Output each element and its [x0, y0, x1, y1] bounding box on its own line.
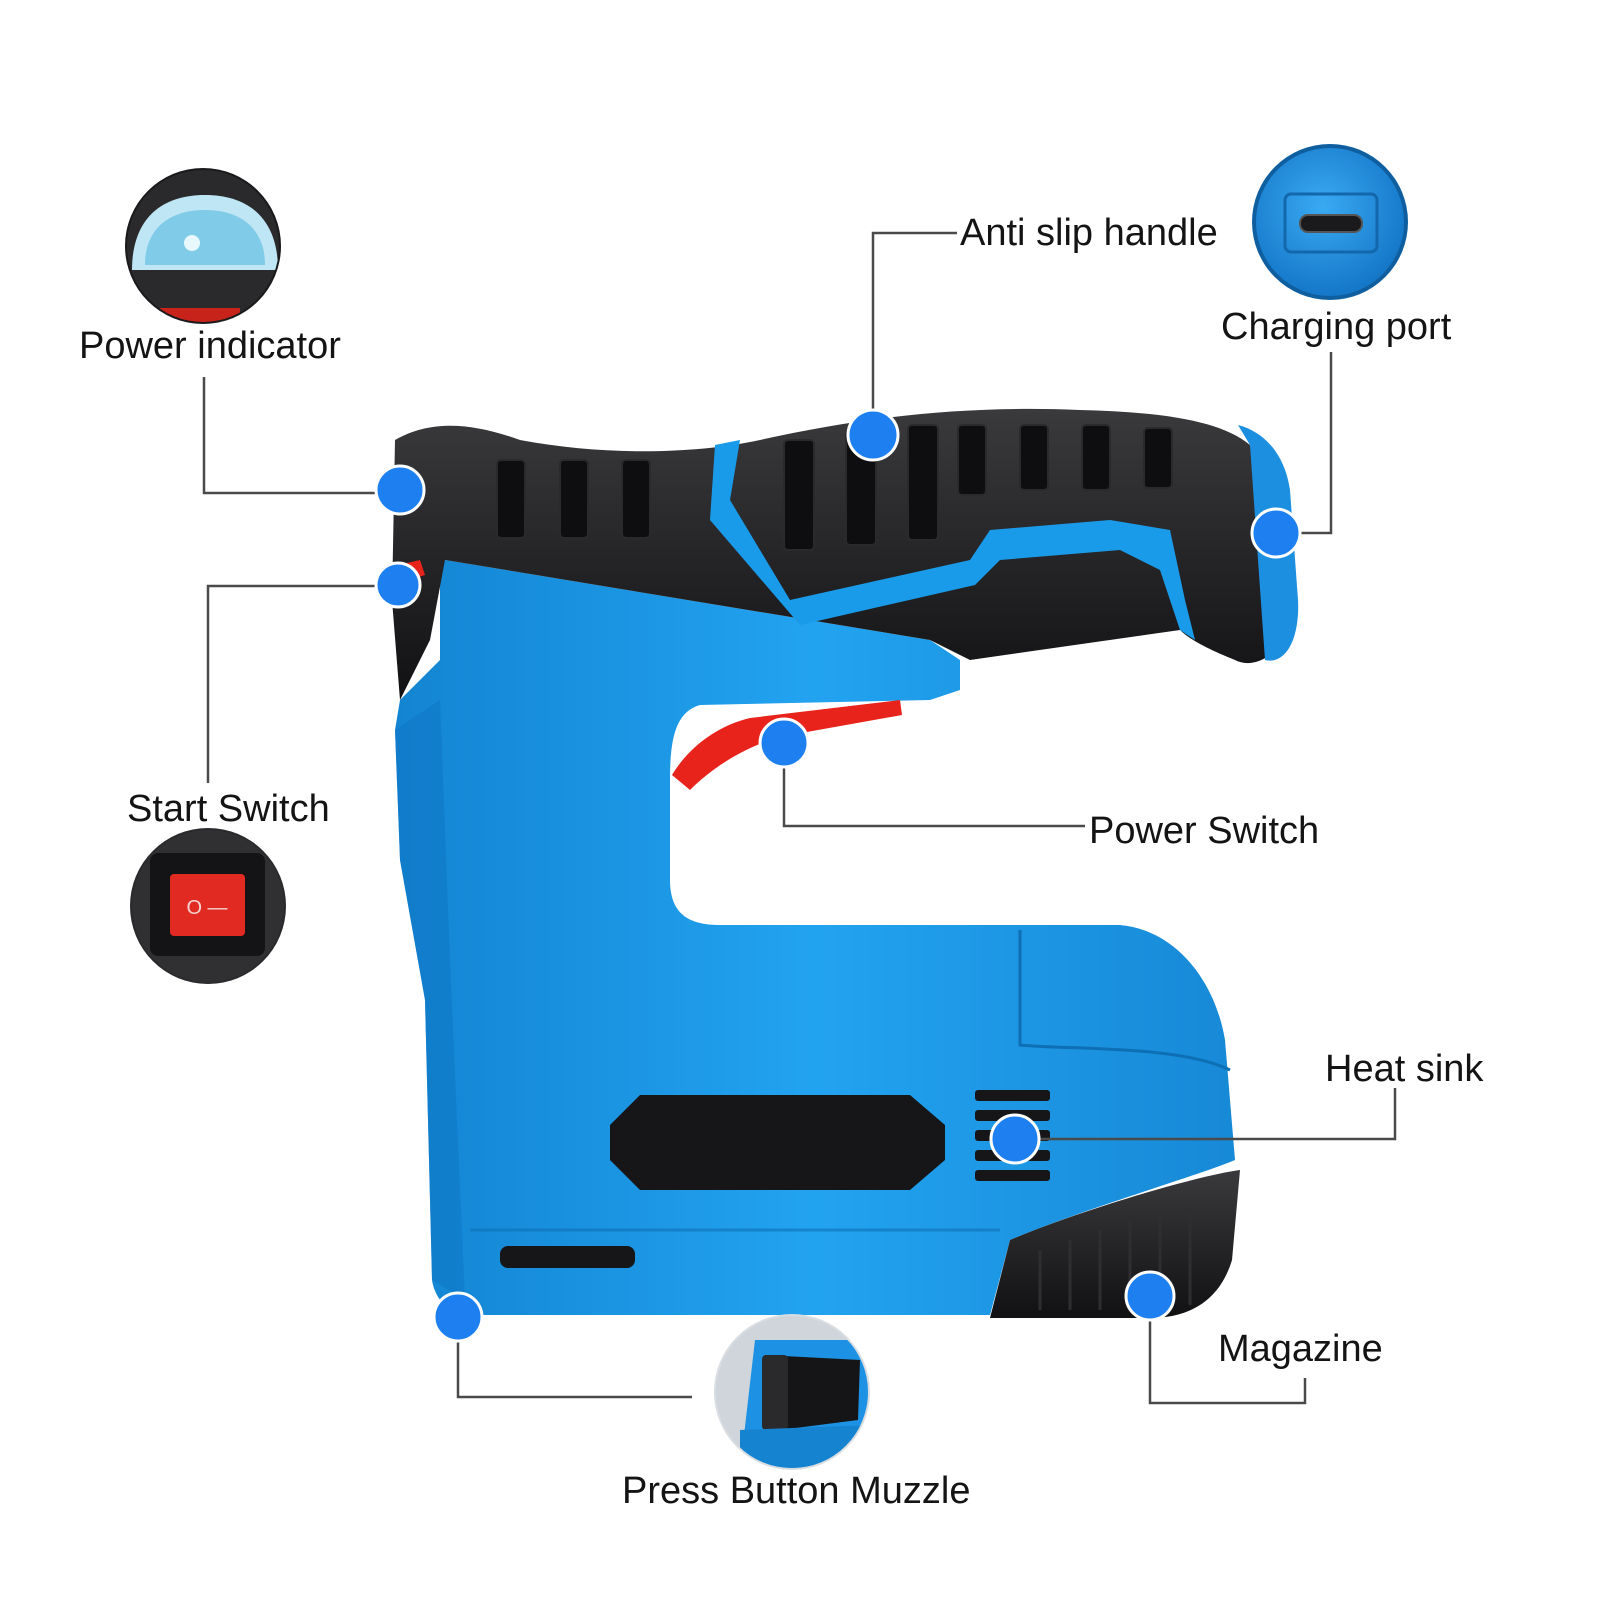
inset-start-switch: O —: [130, 828, 286, 984]
marker-power-indicator: [374, 464, 426, 516]
staple-slot: [500, 1246, 635, 1268]
magazine-ribs: [1038, 1208, 1192, 1310]
label-start-switch: Start Switch: [127, 788, 330, 830]
marker-charging-port: [1250, 507, 1302, 559]
inset-power-indicator: [125, 168, 281, 324]
marker-anti-slip-handle: [846, 408, 900, 462]
grip: [392, 408, 1285, 700]
label-heat-sink: Heat sink: [1325, 1048, 1484, 1090]
label-magazine: Magazine: [1218, 1328, 1383, 1370]
rear-block-seam: [1018, 930, 1231, 1072]
leader-heat-sink: [1015, 1088, 1397, 1141]
magazine-block: [990, 1170, 1240, 1318]
leader-anti-slip-handle: [871, 231, 957, 435]
inset-charging-port: [1252, 144, 1408, 300]
blue-housing: [395, 560, 1235, 1315]
front-panel-edge: [395, 700, 465, 1300]
label-charging-port: Charging port: [1221, 306, 1452, 348]
leader-magazine: [1148, 1296, 1307, 1405]
marker-power-switch: [758, 717, 810, 769]
leader-muzzle: [456, 1317, 692, 1399]
grip-blue-inlay: [710, 440, 1195, 640]
marker-start-switch: [374, 561, 422, 609]
stapler-body: [392, 408, 1299, 1318]
leader-start-switch: [206, 584, 398, 783]
label-anti-slip-handle: Anti slip handle: [960, 212, 1218, 254]
marker-dots: [374, 408, 1302, 1343]
label-power-switch: Power Switch: [1089, 810, 1320, 852]
label-power-indicator: Power indicator: [79, 325, 341, 367]
usb-port-icon: [1299, 214, 1363, 233]
leader-lines: [202, 231, 1397, 1405]
marker-heat-sink: [989, 1113, 1041, 1165]
inset-muzzle: [714, 1314, 870, 1470]
side-panel: [610, 1095, 945, 1190]
label-press-button-muzzle: Press Button Muzzle: [622, 1470, 971, 1512]
leader-power-switch: [782, 743, 1085, 828]
marker-magazine: [1124, 1270, 1176, 1322]
trigger: [672, 700, 902, 790]
leader-power-indicator: [202, 377, 400, 495]
marker-muzzle: [432, 1291, 484, 1343]
switch-glyph: O —: [186, 897, 227, 919]
